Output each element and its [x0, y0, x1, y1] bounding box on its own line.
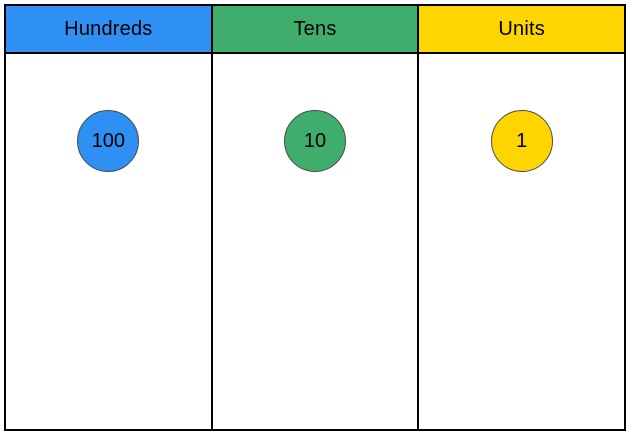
counter-hundreds[interactable]: 100 [77, 110, 140, 172]
counter-value-hundreds: 100 [91, 130, 126, 152]
column-body-hundreds[interactable]: 100 [6, 54, 211, 429]
counter-value-units: 1 [516, 130, 528, 152]
counter-units[interactable]: 1 [490, 110, 553, 172]
column-header-label-tens: Tens [293, 17, 337, 40]
column-header-label-units: Units [498, 17, 545, 40]
chart-table: Hundreds 100 Tens 10 Units [4, 4, 626, 431]
column-body-units[interactable]: 1 [419, 54, 625, 429]
counter-tens[interactable]: 10 [284, 110, 346, 172]
column-hundreds: Hundreds 100 [6, 6, 211, 429]
column-header-label-hundreds: Hundreds [64, 17, 153, 40]
column-tens: Tens 10 [210, 6, 418, 429]
column-header-tens: Tens [212, 6, 418, 54]
column-header-units: Units [419, 6, 625, 54]
column-header-hundreds: Hundreds [6, 6, 211, 54]
column-units: Units 1 [417, 6, 625, 429]
column-body-tens[interactable]: 10 [212, 54, 418, 429]
counter-value-tens: 10 [303, 130, 327, 152]
